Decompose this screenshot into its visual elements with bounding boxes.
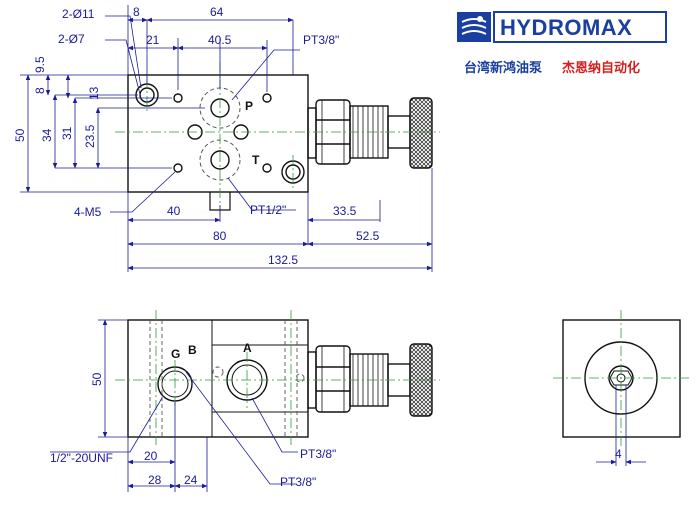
dim-28: 28 [148, 473, 162, 487]
dim-13: 13 [87, 86, 101, 100]
front-view-labels: 50 G B A 1/2"-20UNF 20 PT3/8" 28 24 PT3/… [50, 341, 336, 489]
dim-8-left: 8 [33, 87, 47, 94]
valve-stem [307, 107, 317, 159]
top-view-body [127, 74, 309, 193]
dim-50-top: 50 [13, 128, 27, 142]
port-t-hole [210, 150, 230, 170]
port-b-label: B [188, 343, 197, 357]
dim-20: 20 [144, 449, 158, 463]
side-view-centerlines [553, 310, 690, 448]
brand-tagline-red: 杰恩纳自动化 [562, 60, 640, 76]
dim-thread-m5: 4-M5 [74, 205, 102, 219]
front-view-dimensions [50, 319, 298, 492]
m5-hole-3 [262, 93, 272, 103]
dim-50-front: 50 [90, 372, 104, 386]
dim-132-5: 132.5 [268, 253, 298, 267]
callout-pt38-a: PT3/8" [300, 447, 336, 461]
dim-21: 21 [146, 33, 160, 47]
front-view [127, 319, 433, 438]
dim-8-top: 8 [133, 5, 140, 19]
dim-hole-large: 2-Ø11 [62, 7, 95, 21]
dim-4: 4 [615, 447, 622, 461]
port-a-label: A [243, 341, 252, 355]
dim-23-5: 23.5 [83, 124, 97, 148]
dim-9-5: 9.5 [33, 56, 47, 73]
dim-31: 31 [60, 126, 74, 140]
dim-40: 40 [167, 204, 181, 218]
brand-name: HYDROMAX [500, 15, 632, 40]
top-view-dimensions [20, 5, 433, 272]
callout-pt12: PT1/2" [250, 203, 286, 217]
knurled-knob [409, 97, 433, 169]
m5-hole-2 [173, 163, 183, 173]
side-view-body [562, 319, 681, 438]
m5-hole-1 [173, 93, 183, 103]
port-p-label: P [245, 99, 253, 113]
dim-hole-small: 2-Ø7 [58, 32, 85, 46]
dim-24: 24 [184, 473, 198, 487]
dim-unf-thread: 1/2"-20UNF [50, 451, 113, 465]
dim-40-5: 40.5 [208, 33, 232, 47]
top-view-labels: 2-Ø11 2-Ø7 8 64 21 40.5 PT3/8" P T 9.5 8… [13, 5, 380, 267]
side-view-dimensions [596, 385, 646, 466]
dim-34: 34 [40, 128, 54, 142]
front-view-body [127, 319, 309, 438]
port-g-label: G [171, 347, 180, 361]
dim-64: 64 [210, 5, 224, 19]
dim-33-5: 33.5 [333, 204, 357, 218]
front-view-centerlines [115, 310, 440, 445]
side-view [562, 319, 681, 438]
top-view [127, 74, 433, 211]
dim-52-5: 52.5 [356, 229, 380, 243]
callout-pt38-b: PT3/8" [280, 475, 316, 489]
brand-tagline-blue: 台湾新鸿油泵 [464, 60, 542, 76]
callout-pt38-top: PT3/8" [303, 33, 339, 47]
dim-80: 80 [213, 229, 227, 243]
m5-hole-4 [262, 163, 272, 173]
brand-logo: HYDROMAX 台湾新鸿油泵 杰恩纳自动化 [457, 11, 667, 76]
port-t-label: T [252, 153, 260, 167]
